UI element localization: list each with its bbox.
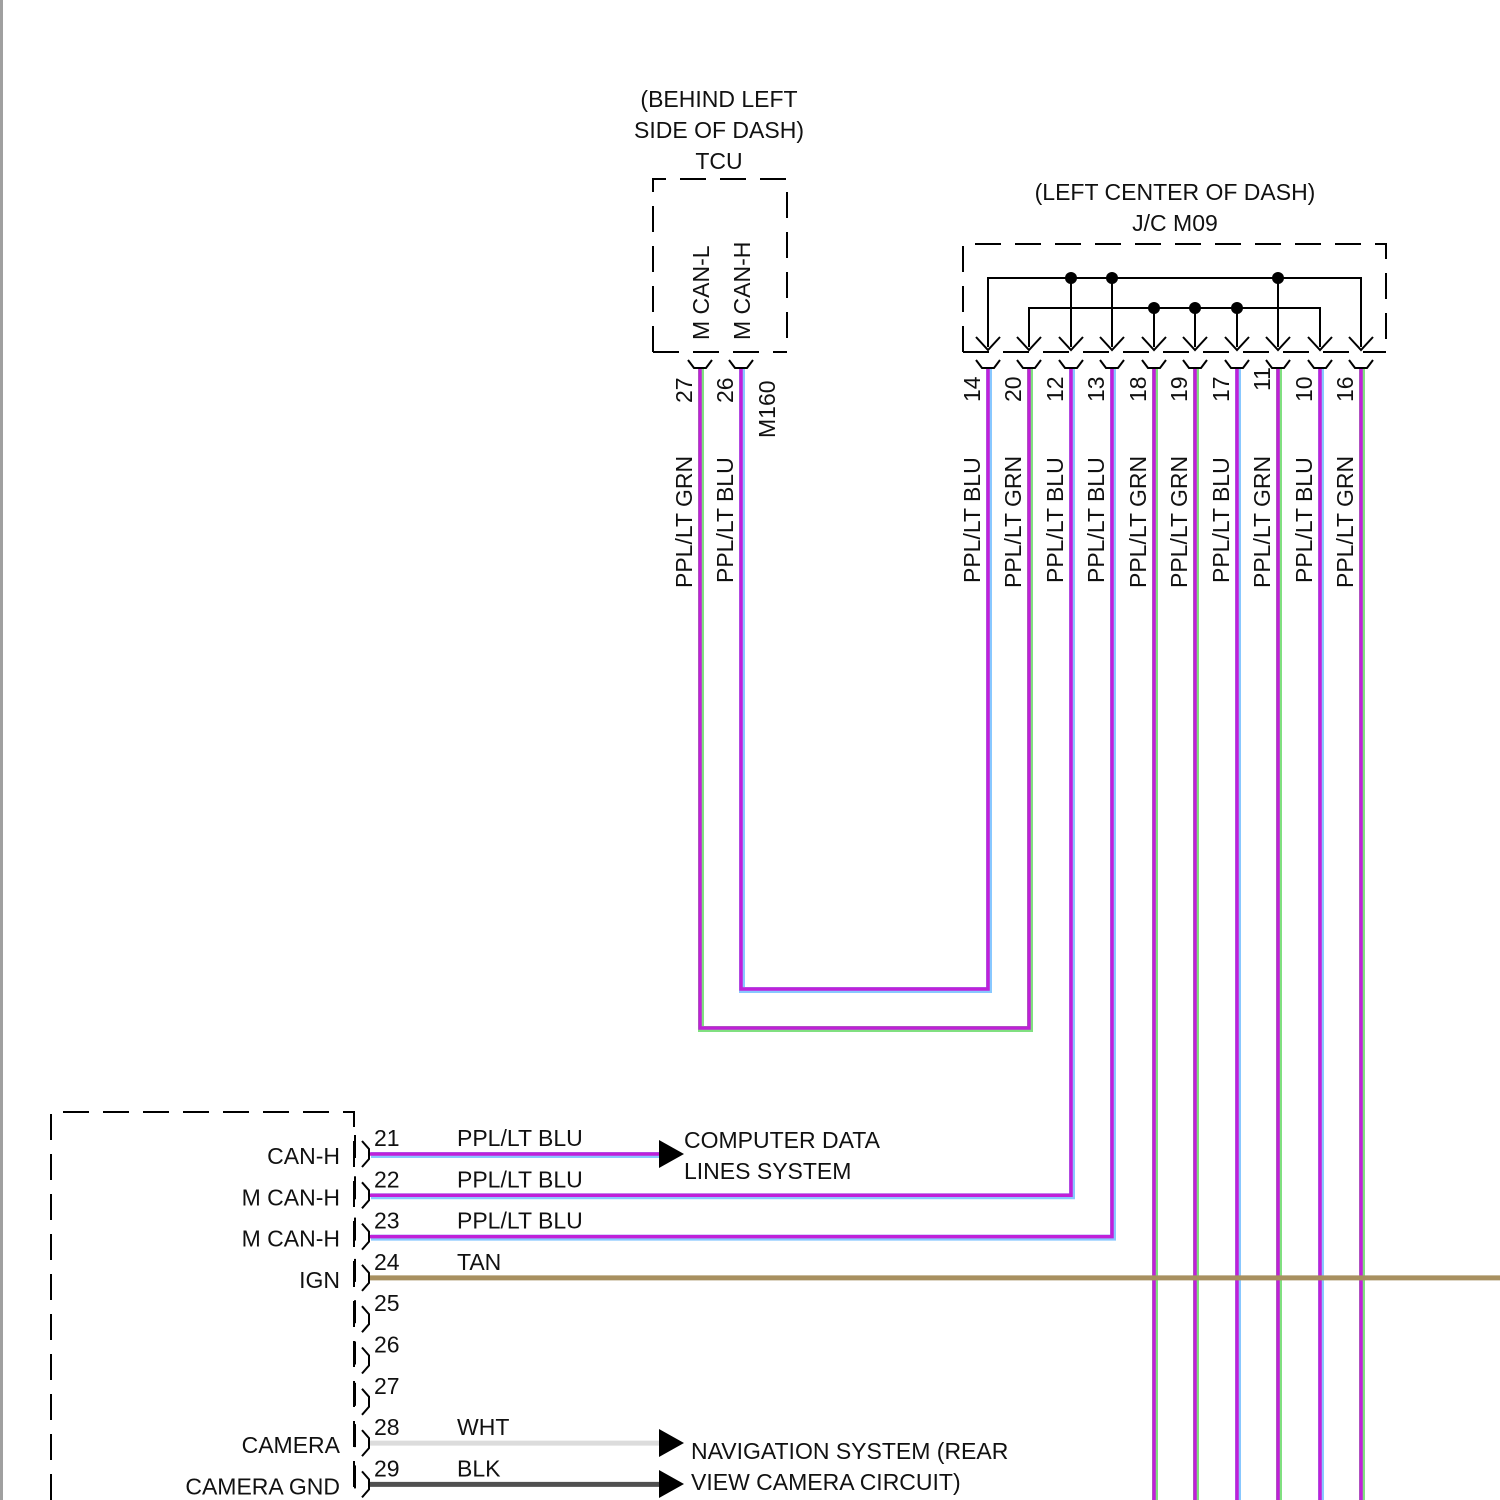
jc-wire-color: PPL/LT BLU: [1208, 457, 1234, 583]
tcu-name: TCU: [695, 148, 742, 174]
arrow-computer-data: [659, 1140, 684, 1168]
module-pin-number: 23: [374, 1208, 400, 1234]
tcu-pin-27: 27: [671, 377, 697, 403]
module-terminal-bracket: [362, 1430, 369, 1456]
module-pin-number: 24: [374, 1249, 400, 1275]
wire-tcu26-jc14-stripe: [742, 369, 989, 990]
jc-pin-number: 12: [1042, 376, 1068, 402]
jc-splice-dot: [1106, 272, 1118, 284]
module-pin-number: 26: [374, 1332, 400, 1358]
tcu-wire-color-26: PPL/LT BLU: [712, 457, 738, 583]
tcu-signal-can-l: M CAN-L: [688, 245, 714, 340]
tcu-header: (BEHIND LEFT SIDE OF DASH) TCU: [634, 86, 804, 174]
module-terminal-bracket: [362, 1265, 369, 1291]
jc-wire-color: PPL/LT GRN: [1249, 456, 1275, 588]
module-wire-color: PPL/LT BLU: [457, 1125, 583, 1151]
ref-navigation-line1[interactable]: NAVIGATION SYSTEM (REAR: [691, 1438, 1008, 1464]
module-pin-number: 25: [374, 1290, 400, 1316]
jc-terminal: [1349, 360, 1373, 368]
module-signal-label: M CAN-H: [242, 1226, 340, 1252]
module-signal-label: M CAN-H: [242, 1184, 340, 1210]
wire-tcu26-jc14: [741, 368, 988, 989]
jc-wire-color: PPL/LT GRN: [1332, 456, 1358, 588]
module-terminal-bracket: [362, 1348, 369, 1374]
jc-bus-lines: [976, 272, 1373, 350]
jc-pin-number: 11: [1249, 367, 1275, 391]
module-wire-color: TAN: [457, 1249, 501, 1275]
module-terminal-bracket: [362, 1389, 369, 1415]
ref-navigation-line2[interactable]: VIEW CAMERA CIRCUIT): [691, 1469, 961, 1495]
jc-pin-number: 16: [1332, 376, 1358, 402]
jc-component-box: [963, 244, 1386, 352]
jc-wire-color: PPL/LT BLU: [1083, 457, 1109, 583]
module-pin-number: 29: [374, 1455, 400, 1481]
jc-splice-dot: [1065, 272, 1077, 284]
arrow-navigation-camera: [659, 1429, 684, 1457]
jc-bus-lower: [1029, 308, 1320, 347]
jc-name: J/C M09: [1132, 210, 1218, 236]
jc-pin-number: 19: [1166, 376, 1192, 402]
jc-terminal: [1183, 360, 1207, 368]
jc-terminal: [1017, 360, 1041, 368]
module-wire-color: PPL/LT BLU: [457, 1208, 583, 1234]
module-signal-label: CAMERA GND: [185, 1473, 340, 1499]
tcu-terminal-26: [729, 360, 753, 368]
jc-bus-upper: [988, 278, 1361, 347]
jc-terminal: [1100, 360, 1124, 368]
jc-wire-color: PPL/LT BLU: [1042, 457, 1068, 583]
jc-splice-dot: [1189, 302, 1201, 314]
jc-pin-number: 20: [1000, 376, 1026, 402]
module-pin-number: 28: [374, 1414, 400, 1440]
jc-wire-color: PPL/LT GRN: [1000, 456, 1026, 588]
tcu-signal-can-h: M CAN-H: [729, 242, 755, 340]
module-signal-label: IGN: [299, 1267, 340, 1293]
jc-terminal: [1142, 360, 1166, 368]
module-wire-color: PPL/LT BLU: [457, 1166, 583, 1192]
module-wire-color: WHT: [457, 1414, 509, 1440]
jc-splice-dot: [1231, 302, 1243, 314]
module-pin-number: 21: [374, 1125, 400, 1151]
module-pin-number: 22: [374, 1166, 400, 1192]
tcu-pin-26: 26: [712, 377, 738, 403]
jc-pin-number: 13: [1083, 376, 1109, 402]
module-wire-color: BLK: [457, 1455, 501, 1481]
module-signal-label: CAN-H: [267, 1143, 340, 1169]
jc-splice-dot: [1148, 302, 1160, 314]
jc-wire-color: PPL/LT BLU: [1291, 457, 1317, 583]
jc-terminal: [976, 360, 1000, 368]
module-terminal-bracket: [362, 1224, 369, 1250]
tcu-connector-id: M160: [754, 380, 780, 438]
ref-computer-data-line2[interactable]: LINES SYSTEM: [684, 1158, 851, 1184]
tcu-location-line1: (BEHIND LEFT: [640, 86, 797, 112]
jc-wire-color: PPL/LT GRN: [1125, 456, 1151, 588]
jc-pin-number: 14: [959, 376, 985, 402]
tcu-component-box: [653, 179, 787, 352]
jc-pin-number: 17: [1208, 376, 1234, 402]
jc-terminal: [1059, 360, 1083, 368]
tcu-location-line2: SIDE OF DASH): [634, 117, 804, 143]
wires: [370, 368, 1500, 1500]
module-terminal-bracket: [362, 1182, 369, 1208]
module-terminal-bracket: [362, 1471, 369, 1497]
jc-wire-color: PPL/LT GRN: [1166, 456, 1192, 588]
jc-terminal: [1266, 360, 1290, 368]
jc-terminal: [1308, 360, 1332, 368]
tcu-terminal-27: [688, 360, 712, 368]
jc-splice-dot: [1272, 272, 1284, 284]
jc-wire-color: PPL/LT BLU: [959, 457, 985, 583]
jc-pin-number: 10: [1291, 376, 1317, 402]
ref-computer-data-line1[interactable]: COMPUTER DATA: [684, 1127, 881, 1153]
arrow-navigation-camera-gnd: [659, 1470, 684, 1498]
module-terminal-bracket: [362, 1306, 369, 1332]
module-pin-number: 27: [374, 1373, 400, 1399]
tcu-wire-color-27: PPL/LT GRN: [671, 456, 697, 588]
jc-terminal: [1225, 360, 1249, 368]
jc-pin-number: 18: [1125, 376, 1151, 402]
module-signal-label: CAMERA: [242, 1432, 341, 1458]
module-terminal-bracket: [362, 1141, 369, 1167]
jc-location: (LEFT CENTER OF DASH): [1035, 179, 1316, 205]
